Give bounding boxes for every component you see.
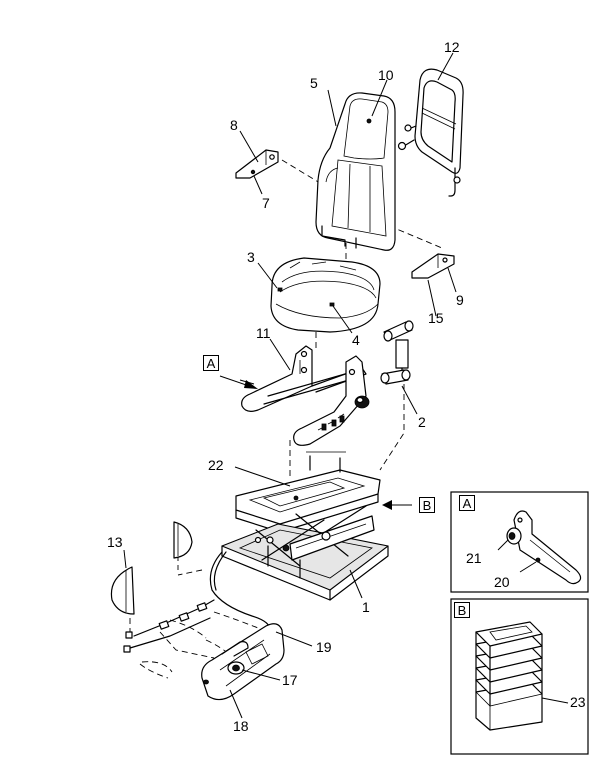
view-b-reference: B xyxy=(419,497,435,513)
callout-22: 22 xyxy=(208,457,224,473)
seat-cushion-3-4 xyxy=(270,257,381,333)
callout-20: 20 xyxy=(494,574,510,590)
cover-13 xyxy=(110,566,135,615)
callout-1: 1 xyxy=(362,599,370,615)
callout-12: 12 xyxy=(444,39,460,55)
side-cover-17-18-19 xyxy=(201,623,285,701)
suspension-base-1 xyxy=(221,505,389,601)
cover-dashed xyxy=(173,521,193,559)
callout-4: 4 xyxy=(352,332,360,348)
leader-lines xyxy=(123,52,457,719)
callout-23: 23 xyxy=(570,694,586,710)
callout-2: 2 xyxy=(418,414,426,430)
callout-19: 19 xyxy=(316,639,332,655)
callout-9: 9 xyxy=(456,292,464,308)
backrest-5 xyxy=(315,92,396,251)
callout-3: 3 xyxy=(247,249,255,265)
callout-21: 21 xyxy=(466,550,482,566)
callout-10: 10 xyxy=(378,67,394,83)
callout-18: 18 xyxy=(233,718,249,734)
callout-5: 5 xyxy=(310,75,318,91)
arrowheads xyxy=(244,380,392,510)
view-a-reference: A xyxy=(203,355,219,371)
headrest-frame-12 xyxy=(397,68,464,197)
callout-17: 17 xyxy=(282,672,298,688)
bracket-9-15 xyxy=(411,253,455,279)
cable-harness xyxy=(209,551,271,633)
bracket-7-8 xyxy=(235,149,279,179)
detail-b-frame xyxy=(450,598,589,755)
callout-7: 7 xyxy=(262,195,270,211)
view-b-title: B xyxy=(454,602,470,618)
suspension-top-22 xyxy=(235,451,381,533)
callout-11: 11 xyxy=(256,325,271,341)
shock-absorber-2 xyxy=(380,320,414,385)
wiring-assembly xyxy=(123,599,259,679)
seat-slide-frame-11 xyxy=(241,345,370,446)
callout-13: 13 xyxy=(107,534,123,550)
callout-8: 8 xyxy=(230,117,238,133)
view-a-title: A xyxy=(459,495,475,511)
callout-15: 15 xyxy=(428,310,444,326)
detail-a-frame xyxy=(450,491,589,593)
